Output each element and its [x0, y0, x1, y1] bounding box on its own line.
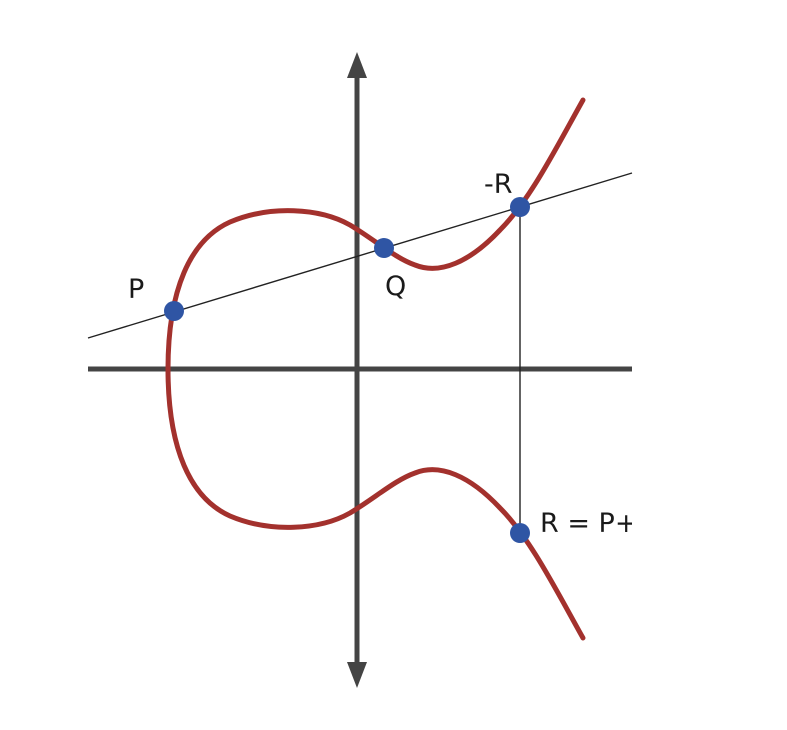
- label-p: P: [128, 274, 144, 305]
- elliptic-curve: [165, 97, 586, 641]
- label-r: R = P+Q: [540, 508, 659, 539]
- y-axis-up-arrow-icon: [347, 52, 367, 78]
- label-q: Q: [385, 271, 406, 302]
- label-neg-r: -R: [484, 169, 513, 200]
- point-r: [510, 523, 530, 543]
- point-p: [164, 301, 184, 321]
- point-q: [374, 238, 394, 258]
- y-axis-down-arrow-icon: [347, 662, 367, 688]
- point-neg-r: [510, 197, 530, 217]
